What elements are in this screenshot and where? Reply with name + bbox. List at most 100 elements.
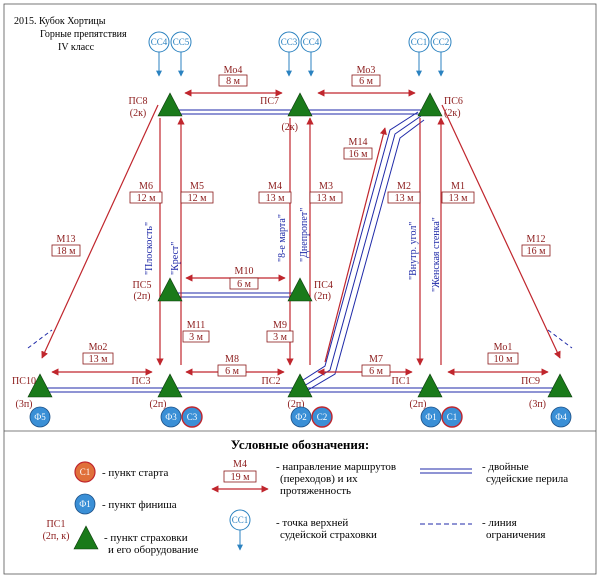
legend-top-text-line1: - точка верхней	[276, 517, 348, 529]
legend-title: Условные обозначения:	[231, 437, 370, 452]
top-belay-label: СС3	[281, 37, 298, 47]
svg-text:М13: М13	[57, 234, 76, 245]
station-triangle	[27, 373, 53, 398]
svg-text:М11: М11	[187, 320, 206, 331]
station-sub: (2п)	[409, 399, 426, 410]
header-line3: IV класс	[58, 42, 95, 53]
svg-text:М8: М8	[225, 354, 239, 365]
legend-route-text-line2: (переходов) и их	[280, 473, 358, 485]
top-belay-label: СС4	[303, 37, 320, 47]
svg-text:16 м: 16 м	[527, 246, 547, 257]
station-triangle	[287, 373, 313, 398]
segment-m8: М86 м	[217, 354, 247, 377]
finish-mark: Ф2	[295, 412, 307, 422]
legend-start-text: - пункт старта	[102, 467, 168, 479]
svg-text:13 м: 13 м	[317, 193, 337, 204]
station-sub: (2п)	[133, 291, 150, 302]
station-label: ПС3	[132, 376, 151, 387]
station-label: ПС7	[260, 96, 279, 107]
station-sub: (3п)	[529, 399, 546, 410]
station-sub: (2п)	[314, 291, 331, 302]
legend-route-symbol-name: М4	[233, 459, 247, 470]
legend-belay-symbol-line1: ПС1	[47, 519, 66, 530]
legend-belay-text-line2: и его оборудование	[108, 544, 199, 556]
svg-text:М6: М6	[139, 181, 153, 192]
finish-start-marks: Ф5 Ф3 С3 Ф2 С2 Ф1 С1 Ф4	[29, 406, 572, 428]
svg-text:6 м: 6 м	[359, 76, 374, 87]
top-belay-label: СС1	[411, 37, 428, 47]
svg-text:6 м: 6 м	[369, 366, 384, 377]
station-triangle	[287, 277, 313, 302]
svg-text:16 м: 16 м	[349, 149, 369, 160]
svg-text:М10: М10	[235, 266, 254, 277]
station-sub: (2к)	[281, 122, 298, 133]
legend-top-symbol: СС1	[232, 515, 249, 525]
svg-text:Мо4: Мо4	[224, 65, 243, 76]
svg-text:8 м: 8 м	[226, 76, 241, 87]
station-label: ПС2	[262, 376, 281, 387]
legend-finish-symbol: Ф1	[79, 499, 91, 509]
stage-name: "Днепропет"	[299, 208, 310, 262]
top-belays: СС4 СС5 СС3 СС4 СС1 СС2	[148, 31, 452, 77]
header-line1: 2015. Кубок Хортицы	[14, 16, 106, 27]
svg-text:13 м: 13 м	[449, 193, 469, 204]
segment-m7: М76 м	[361, 354, 391, 377]
legend-rail-text-line1: - двойные	[482, 461, 529, 473]
svg-text:М14: М14	[349, 137, 368, 148]
svg-text:М2: М2	[397, 181, 411, 192]
svg-text:6 м: 6 м	[225, 366, 240, 377]
svg-text:М4: М4	[268, 181, 282, 192]
station-triangle	[157, 92, 183, 117]
top-belay-label: СС2	[433, 37, 450, 47]
stage-name: "8-е марта"	[277, 214, 288, 262]
legend-route-text-line3: протяженность	[280, 485, 351, 497]
station-triangle	[417, 92, 443, 117]
legend-route-text-line1: - направление маршрутов	[276, 461, 396, 473]
svg-text:М3: М3	[319, 181, 333, 192]
svg-text:М7: М7	[369, 354, 383, 365]
start-mark: С2	[317, 412, 328, 422]
station-label: ПС5	[133, 280, 152, 291]
finish-mark: Ф1	[425, 412, 437, 422]
station-label: ПС8	[129, 96, 148, 107]
svg-text:18 м: 18 м	[57, 246, 77, 257]
limit-line-left	[27, 329, 53, 349]
start-mark: С3	[187, 412, 198, 422]
station-triangle	[157, 373, 183, 398]
legend-belay-text-line1: - пункт страховки	[104, 532, 188, 544]
station-triangle	[287, 92, 313, 117]
svg-text:Мо2: Мо2	[89, 342, 108, 353]
station-triangle	[547, 373, 573, 398]
svg-text:3 м: 3 м	[273, 332, 288, 343]
station-triangle	[417, 373, 443, 398]
station-sub: (2п)	[149, 399, 166, 410]
svg-text:10 м: 10 м	[494, 354, 514, 365]
svg-text:Мо3: Мо3	[357, 65, 376, 76]
station-sub: (2п)	[287, 399, 304, 410]
svg-text:13 м: 13 м	[266, 193, 286, 204]
top-belay-label: СС4	[151, 37, 168, 47]
header-line2: Горные препятствия	[40, 29, 127, 40]
station-triangle	[157, 277, 183, 302]
finish-mark: Ф3	[165, 412, 177, 422]
legend-limit-text-line1: - линия	[482, 517, 517, 529]
legend-belay-symbol-line2: (2п, к)	[43, 531, 70, 542]
stage-name: "Крест"	[170, 242, 181, 275]
stage-name: "Внутр. угол"	[408, 222, 419, 280]
legend-start-symbol: С1	[80, 467, 91, 477]
svg-text:13 м: 13 м	[395, 193, 415, 204]
legend-rail-text-line2: судейские перила	[486, 473, 568, 485]
station-sub: (2к)	[444, 108, 461, 119]
